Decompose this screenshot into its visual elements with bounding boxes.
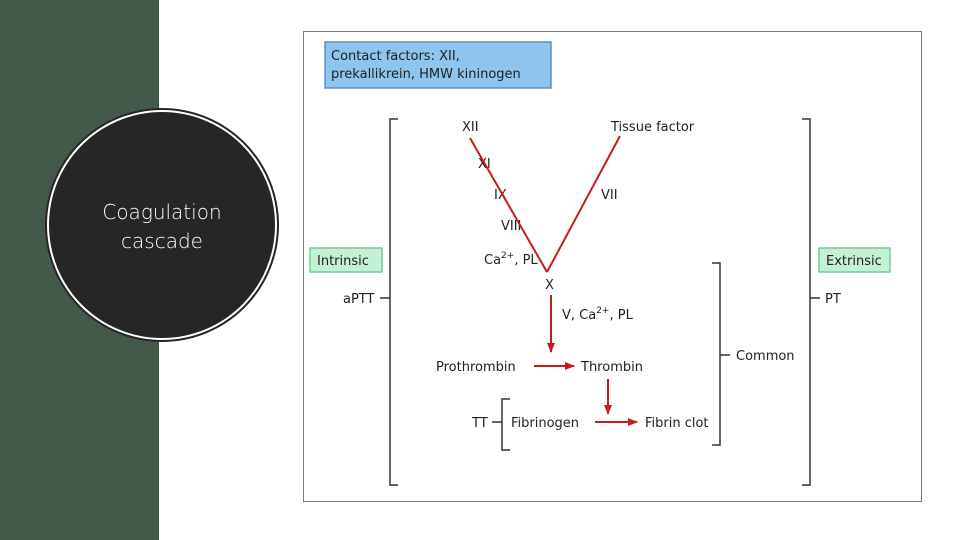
prothrombin-label: Prothrombin: [436, 360, 516, 375]
factor-ix: IX: [494, 188, 507, 203]
thrombin-label: Thrombin: [580, 360, 643, 375]
pt-bracket: [802, 118, 811, 486]
slide-title-line1: Coagulation: [102, 200, 222, 224]
pt-label: PT: [825, 292, 841, 307]
aptt-bracket: [389, 118, 398, 486]
slide-title: Coagulation cascade: [49, 198, 275, 256]
intrinsic-label-box: [309, 247, 383, 273]
tissue-factor: Tissue factor: [610, 120, 695, 135]
tt-bracket: [501, 398, 510, 451]
title-circle: [49, 112, 275, 338]
fibrin-clot-label: Fibrin clot: [645, 416, 709, 431]
factor-xii: XII: [462, 120, 479, 135]
factor-viii: VIII: [501, 219, 521, 234]
diagram-svg: Contact factors: XII, prekallikrein, HMW…: [309, 41, 891, 486]
common-label: Common: [736, 349, 795, 364]
slide-title-line2: cascade: [121, 229, 203, 253]
tt-label: TT: [471, 416, 488, 431]
aptt-label: aPTT: [343, 292, 375, 307]
factor-x: X: [545, 278, 554, 293]
extrinsic-label-box: [818, 247, 891, 273]
intrinsic-cascade-line: [469, 137, 548, 273]
factor-vii: VII: [601, 188, 618, 203]
common-bracket: [712, 262, 721, 446]
extrinsic-label: Extrinsic: [826, 254, 882, 269]
intrinsic-label: Intrinsic: [317, 254, 369, 269]
contact-factors-box: [324, 41, 552, 89]
ca-pl-intrinsic: Ca2+, PL: [484, 251, 538, 268]
contact-factors-line2: prekallikrein, HMW kininogen: [331, 67, 521, 82]
fibrinogen-label: Fibrinogen: [511, 416, 579, 431]
extrinsic-cascade-line: [546, 135, 621, 273]
coagulation-diagram: Contact factors: XII, prekallikrein, HMW…: [303, 31, 922, 502]
contact-factors-line1: Contact factors: XII,: [331, 49, 460, 64]
v-ca-pl-label: V, Ca2+, PL: [562, 306, 634, 323]
